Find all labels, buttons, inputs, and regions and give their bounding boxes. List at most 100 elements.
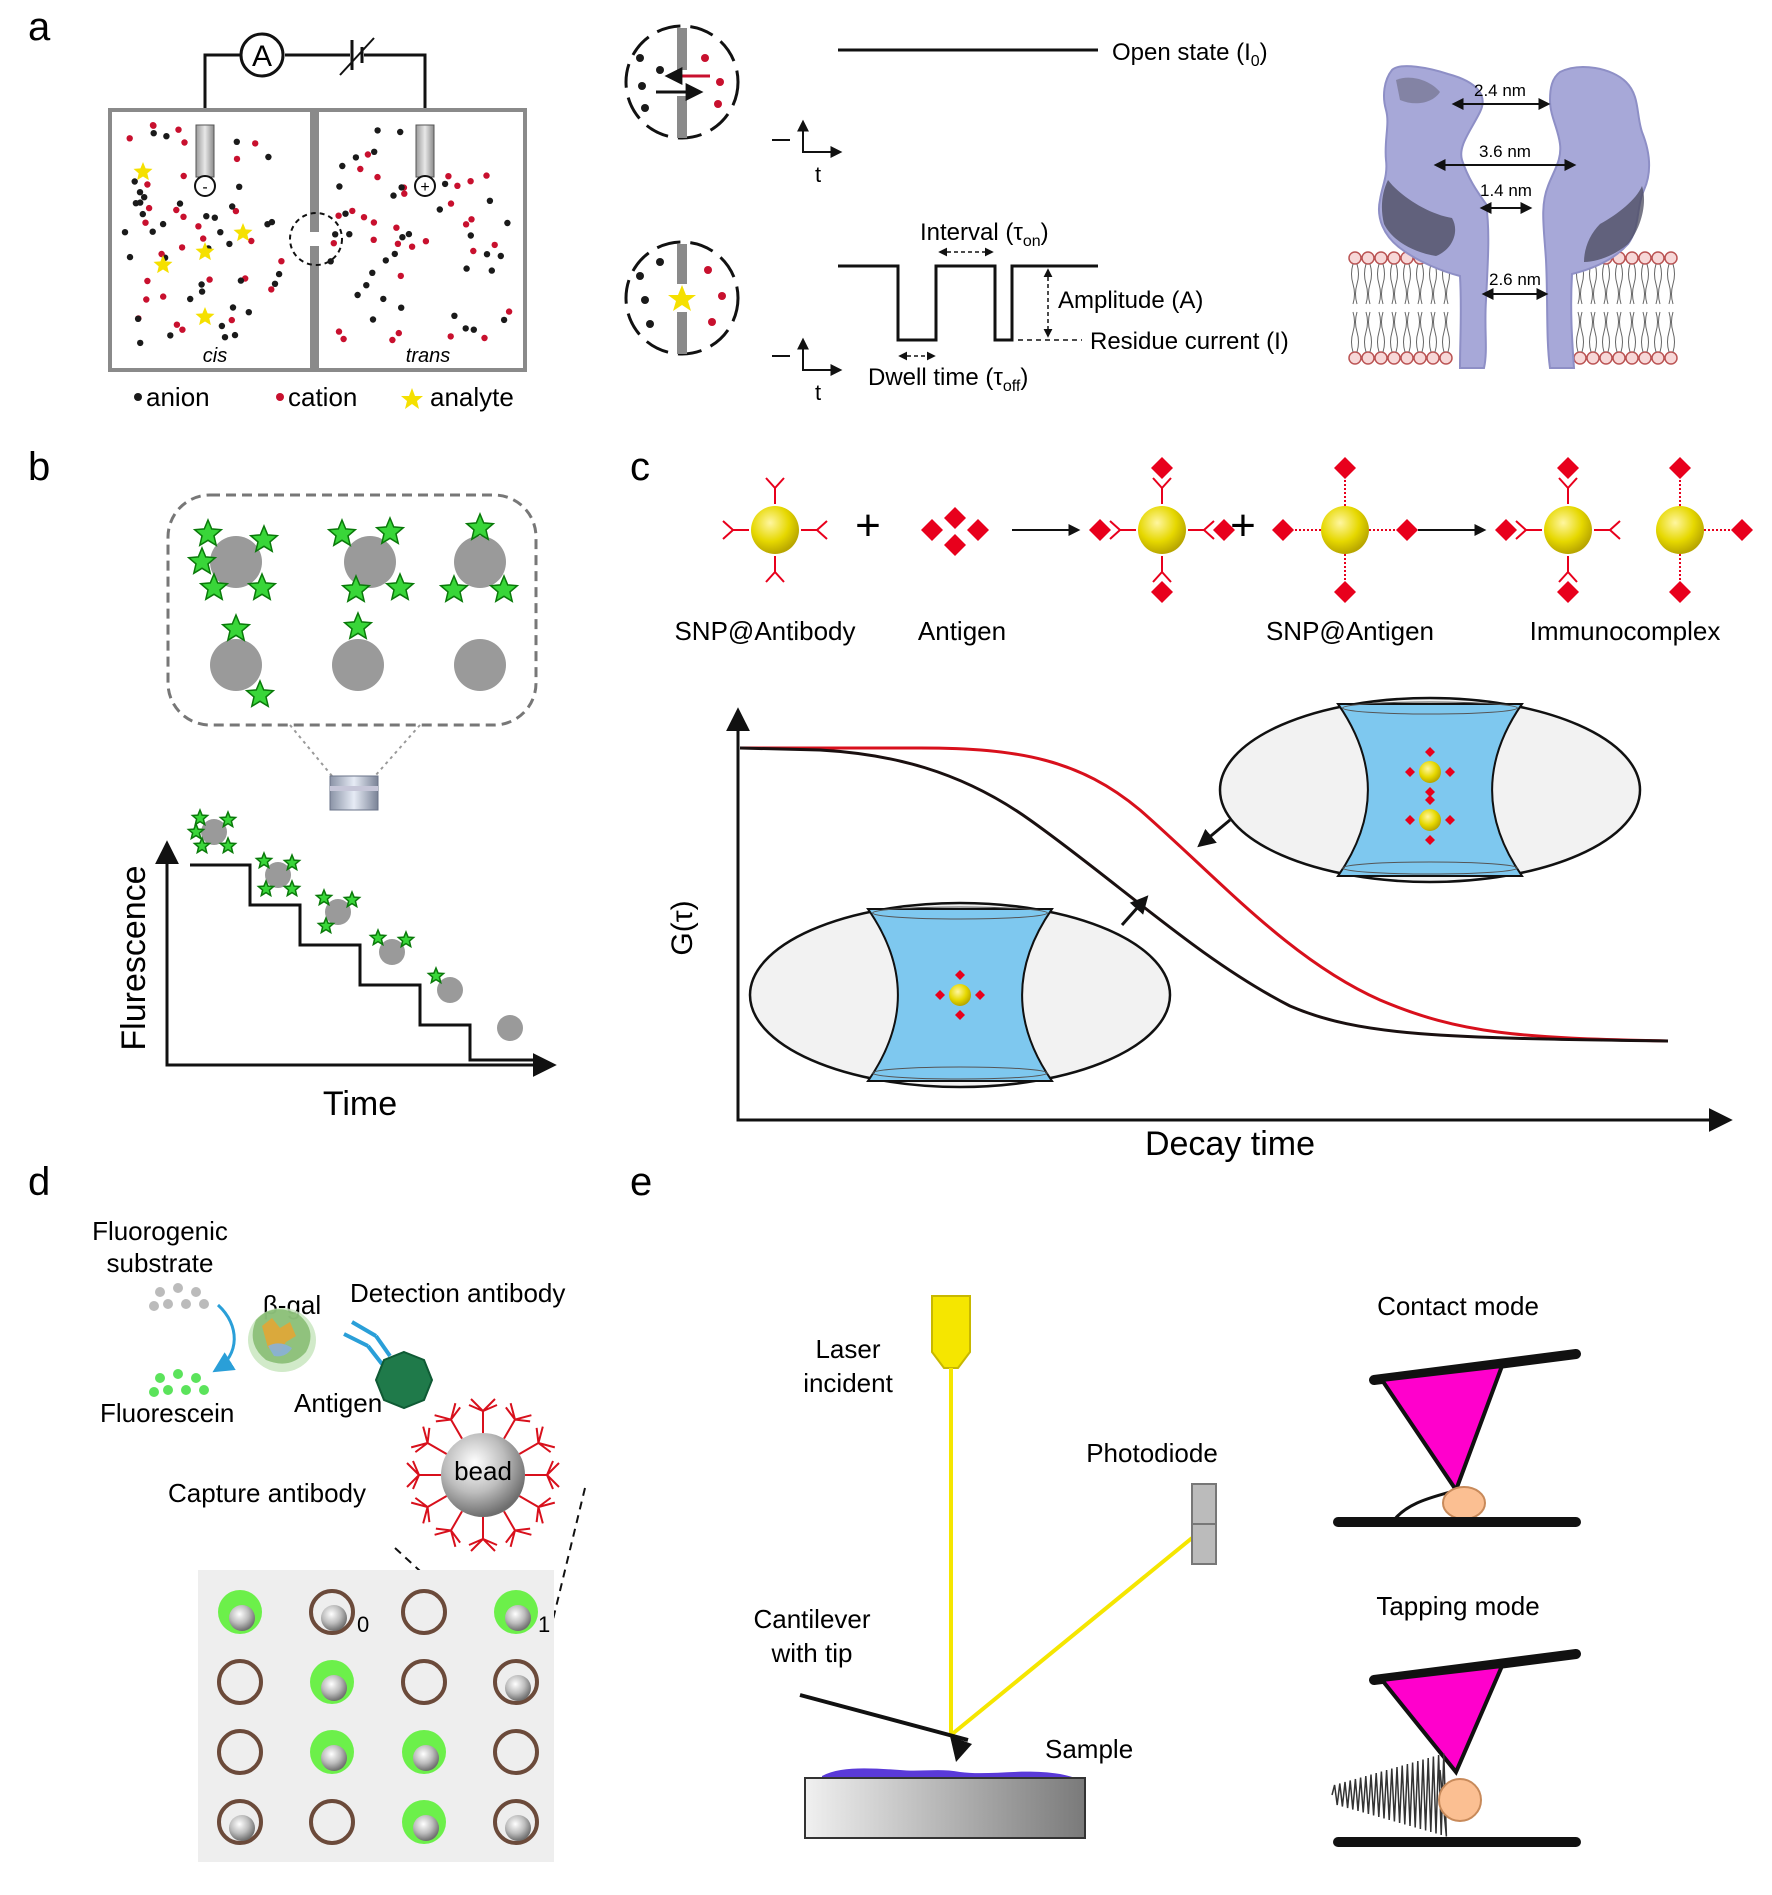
- panel-label-a: a: [28, 5, 51, 49]
- zoom-ion: [718, 292, 726, 300]
- lipid-head: [1400, 351, 1414, 365]
- confocal-antigen: [1445, 767, 1455, 777]
- ion: [195, 223, 202, 230]
- ion: [144, 181, 151, 188]
- ion: [454, 182, 461, 189]
- ion: [349, 207, 356, 215]
- fluorescein-dot: [163, 1385, 173, 1395]
- lipid-tail: [1628, 311, 1636, 353]
- ion: [134, 315, 142, 322]
- fluorescein-dot: [149, 1387, 159, 1397]
- analyte-star: [133, 162, 153, 181]
- wells: [217, 1589, 539, 1845]
- confocal-ring: [1342, 701, 1518, 715]
- bleaching-steps: [186, 808, 523, 1041]
- fluorophore-star: [374, 516, 406, 545]
- zoom-ion: [636, 54, 644, 62]
- antibody-arm: [1188, 520, 1215, 540]
- ion: [346, 231, 353, 238]
- lipid-tail: [1576, 311, 1584, 353]
- molecule: [454, 639, 506, 691]
- ion: [401, 190, 408, 197]
- ion: [445, 173, 452, 180]
- lipid-head: [1612, 351, 1626, 365]
- ion: [232, 207, 240, 215]
- lipid-head: [1387, 351, 1401, 365]
- confocal-antigen: [1425, 795, 1435, 805]
- lipid-tail: [1364, 311, 1372, 353]
- ion: [447, 200, 455, 207]
- ion: [441, 180, 449, 188]
- ion: [374, 127, 381, 134]
- ion: [462, 325, 469, 332]
- label-capture: Capture antibody: [168, 1478, 366, 1508]
- lipid-tail: [1602, 311, 1610, 353]
- analyte-star: [153, 255, 173, 274]
- ammeter-label: A: [252, 40, 272, 73]
- ion: [467, 232, 474, 239]
- c-ylabel: G(τ): [666, 900, 699, 955]
- lipid-head: [1374, 351, 1388, 365]
- lipid-tail: [1667, 311, 1675, 353]
- zoom-ion: [704, 266, 712, 274]
- immuno-scheme: [722, 457, 1753, 603]
- capture-antibody: [518, 1495, 556, 1524]
- blocked-analyte-icon: [668, 285, 696, 311]
- b-xlabel: Time: [323, 1085, 397, 1123]
- ion: [131, 178, 138, 185]
- ion: [370, 236, 377, 243]
- well-empty: [217, 1729, 263, 1775]
- well-count-0: 0: [357, 1612, 369, 1637]
- lipid-head: [1638, 251, 1652, 265]
- fluorophore-star: [342, 611, 374, 640]
- confocal-antigen: [955, 1010, 965, 1020]
- lipid-tail: [1403, 311, 1411, 353]
- ion: [200, 235, 207, 242]
- legend-anion-icon: [134, 393, 142, 401]
- ion: [198, 281, 205, 288]
- substrate-dot: [181, 1299, 191, 1309]
- antigen-diamond: [1334, 581, 1356, 603]
- lipid-tail: [1351, 263, 1359, 305]
- fluorescein-dot: [173, 1369, 183, 1379]
- photodiode-bottom: [1191, 1523, 1217, 1565]
- ion: [483, 172, 490, 179]
- blockade-trace: [838, 264, 1098, 342]
- confocal-ring: [872, 906, 1048, 920]
- ion: [397, 128, 404, 136]
- ion: [160, 293, 167, 300]
- membrane-upper: [310, 110, 319, 232]
- zoom2-membrane-bottom: [677, 312, 687, 354]
- capture-antibody: [434, 1510, 463, 1548]
- ion: [497, 252, 504, 260]
- axes-small-2: [797, 337, 843, 376]
- confocal-volume-small: [748, 901, 1172, 1089]
- pointer-arrow-2: [1120, 895, 1149, 926]
- well-empty: [217, 1659, 263, 1705]
- label-photodiode: Photodiode: [1086, 1438, 1218, 1468]
- antibody-arm: [722, 520, 749, 540]
- antigen-diamond: [1557, 457, 1579, 479]
- lipid-tail: [1351, 311, 1359, 353]
- ion: [408, 243, 416, 250]
- ion: [500, 316, 508, 324]
- ion: [447, 333, 454, 340]
- panel-label-e: e: [630, 1160, 652, 1204]
- ion: [229, 304, 237, 311]
- snp: [1321, 506, 1369, 554]
- capture-antibody: [434, 1402, 463, 1440]
- lipid-tail: [1589, 311, 1597, 353]
- step-star: [186, 822, 206, 841]
- well-bead: [229, 1605, 255, 1631]
- ion: [275, 270, 283, 278]
- lipid-head: [1348, 251, 1362, 265]
- ion: [143, 296, 150, 303]
- ion: [488, 267, 495, 274]
- ion: [371, 148, 378, 155]
- antibody-arm: [1152, 477, 1172, 504]
- ion: [467, 178, 474, 185]
- label-laser-2: incident: [803, 1368, 893, 1398]
- molecule: [344, 536, 396, 588]
- lipid-head: [1664, 351, 1678, 365]
